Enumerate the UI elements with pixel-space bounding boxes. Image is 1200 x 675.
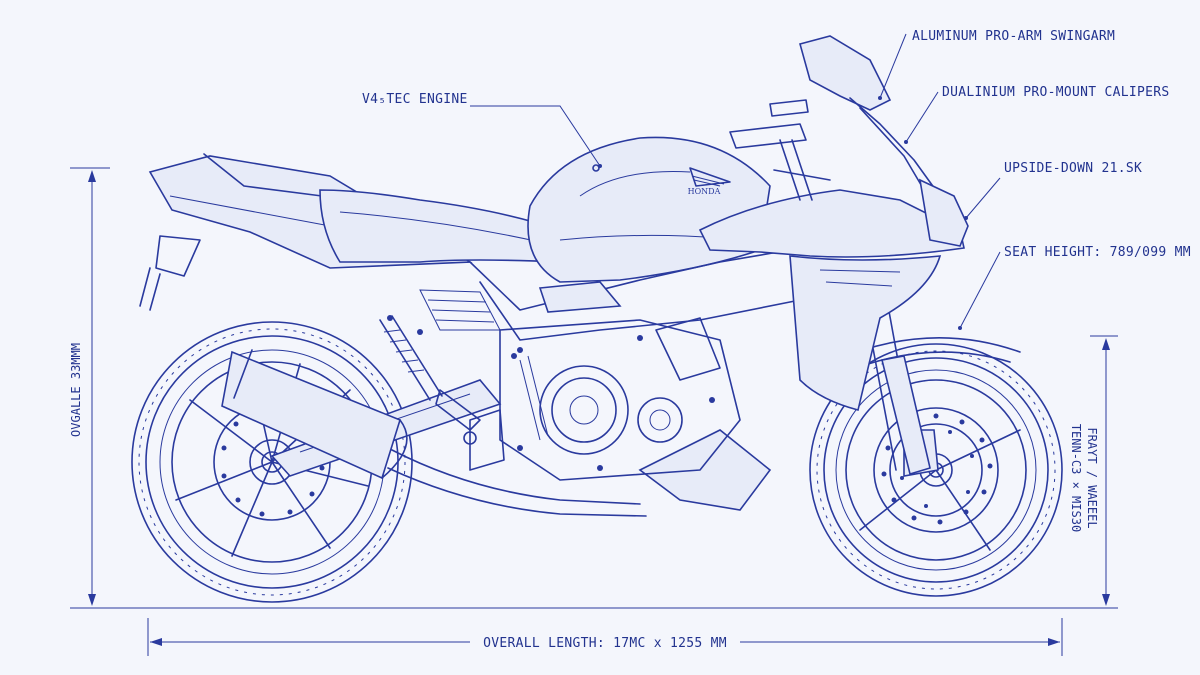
rear-shock (379, 315, 443, 401)
front-wheel-label-line2: TENN-C3 × MIS30 (1069, 424, 1083, 532)
callout-seat-height: SEAT HEIGHT: 789/099 MM (1004, 245, 1191, 260)
front-wheel-label-line1: FRAYT / WAEEEL (1085, 427, 1099, 528)
tank-badge: HONDA (688, 187, 721, 196)
callout-leaders (470, 33, 1001, 330)
callout-engine: V4₅TEC ENGINE (362, 92, 468, 107)
front-fairing-upper (698, 189, 965, 258)
callout-fork: UPSIDE-DOWN 21.SK (1004, 161, 1142, 176)
callout-swingarm: ALUMINUM PRO-ARM SWINGARM (912, 29, 1115, 44)
footpegs (435, 389, 481, 445)
callout-calipers: DUALINIUM PRO-MOUNT CALIPERS (942, 85, 1170, 100)
overall-height-dimension: OVGALLE 33MMM (69, 167, 1118, 609)
headlight (918, 178, 969, 247)
handlebar (729, 123, 807, 149)
tail-section (139, 153, 561, 311)
brake-reservoir (769, 99, 809, 117)
windscreen-and-cockpit (729, 35, 969, 247)
overall-height-label: OVGALLE 33MMM (69, 343, 83, 437)
seat (319, 189, 561, 263)
engine (387, 315, 741, 481)
frame-and-fairing (419, 189, 965, 511)
exhaust-muffler (221, 349, 647, 517)
overall-length-label: OVERALL LENGTH: 17MC x 1255 MM (483, 636, 727, 651)
windscreen (799, 35, 892, 111)
side-fairing (789, 255, 942, 411)
belly-pan (638, 429, 772, 511)
front-wheel-dimension: FRAYT / WAEEEL TENN-C3 × MIS30 (1069, 335, 1118, 606)
overall-length-dimension: OVERALL LENGTH: 17MC x 1255 MM (147, 618, 1063, 656)
